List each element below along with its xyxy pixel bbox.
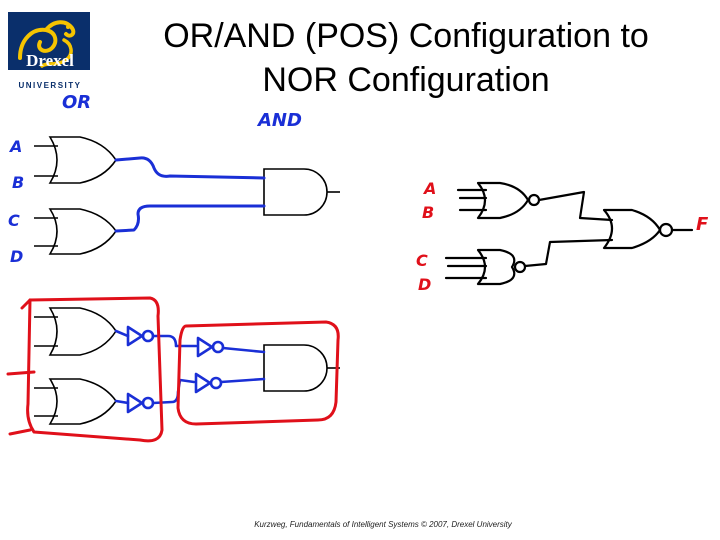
- nor-gate-output-bubble: [658, 222, 674, 238]
- inverter-bubble-4: [209, 376, 223, 390]
- wire-or2-to-and: [114, 204, 266, 233]
- output-f-label: F: [696, 214, 709, 235]
- slide-title-line-1: OR/AND (POS) Configuration to: [163, 17, 649, 55]
- and-note: AND: [256, 110, 302, 131]
- wire-to-and-bottom-1: [221, 346, 266, 354]
- nor-gate-ab-bubble: [527, 193, 541, 207]
- nor-gate-cd: [476, 248, 516, 286]
- input-a-label: A: [8, 137, 22, 156]
- or-gate-bottom-1: [48, 307, 117, 356]
- wire-or-bottom-1-out: [114, 329, 130, 338]
- red-stroke-1: [6, 370, 36, 376]
- drexel-logo: Drexel UNIVERSITY: [6, 10, 94, 96]
- inverter-pair-2: [196, 336, 214, 358]
- or-gate-bottom-2: [48, 378, 117, 425]
- right-input-b-label: B: [422, 203, 434, 222]
- or-gate-top-2: [48, 208, 117, 255]
- wire-nor-ab-to-output: [537, 190, 614, 222]
- inverter-bubble-3: [141, 396, 155, 410]
- red-stroke-3: [20, 298, 32, 310]
- inverter-bubble-2: [211, 340, 225, 354]
- or-note: OR: [62, 92, 91, 113]
- slide-footer: Kurzweg, Fundamentals of Intelligent Sys…: [0, 520, 720, 529]
- right-input-c-label: C: [416, 251, 428, 270]
- wire-to-and-bottom-2: [219, 377, 266, 384]
- nor-gate-ab: [476, 181, 530, 220]
- and-gate-bottom: [263, 344, 328, 392]
- nor-gate-cd-bubble: [513, 260, 527, 274]
- slide-title-line-2: NOR Configuration: [262, 61, 550, 99]
- or-gate-top-1: [48, 136, 117, 184]
- logo-wordmark: Drexel: [26, 51, 74, 70]
- slide-title: OR/AND (POS) Configuration to NOR Config…: [96, 14, 716, 102]
- footer-text: Kurzweg, Fundamentals of Intelligent Sys…: [254, 520, 512, 529]
- highlight-or-nand-group: [26, 296, 164, 443]
- logo-subtitle: UNIVERSITY: [18, 81, 81, 90]
- highlight-and-group: [176, 320, 340, 426]
- input-c-label: C: [8, 211, 20, 230]
- right-input-a-label: A: [422, 179, 436, 198]
- inverter-pair-4: [194, 372, 212, 394]
- wire-nor-cd-to-output: [523, 238, 614, 268]
- and-gate-top: [263, 168, 328, 216]
- input-d-label: D: [10, 247, 23, 266]
- inverter-pair-3: [126, 392, 144, 414]
- nor-gate-output: [602, 208, 662, 250]
- inverter-bubble-1: [141, 329, 155, 343]
- right-input-d-label: D: [418, 275, 431, 294]
- input-b-label: B: [12, 173, 24, 192]
- dragon-icon: [18, 20, 76, 68]
- wire-bubble1-to-inv2: [151, 334, 198, 348]
- red-stroke-2: [8, 428, 32, 436]
- wire-or-bottom-2-out: [114, 399, 130, 405]
- inverter-pair-1: [126, 325, 144, 347]
- logo-background: [8, 12, 90, 70]
- wire-or1-to-and: [114, 156, 266, 180]
